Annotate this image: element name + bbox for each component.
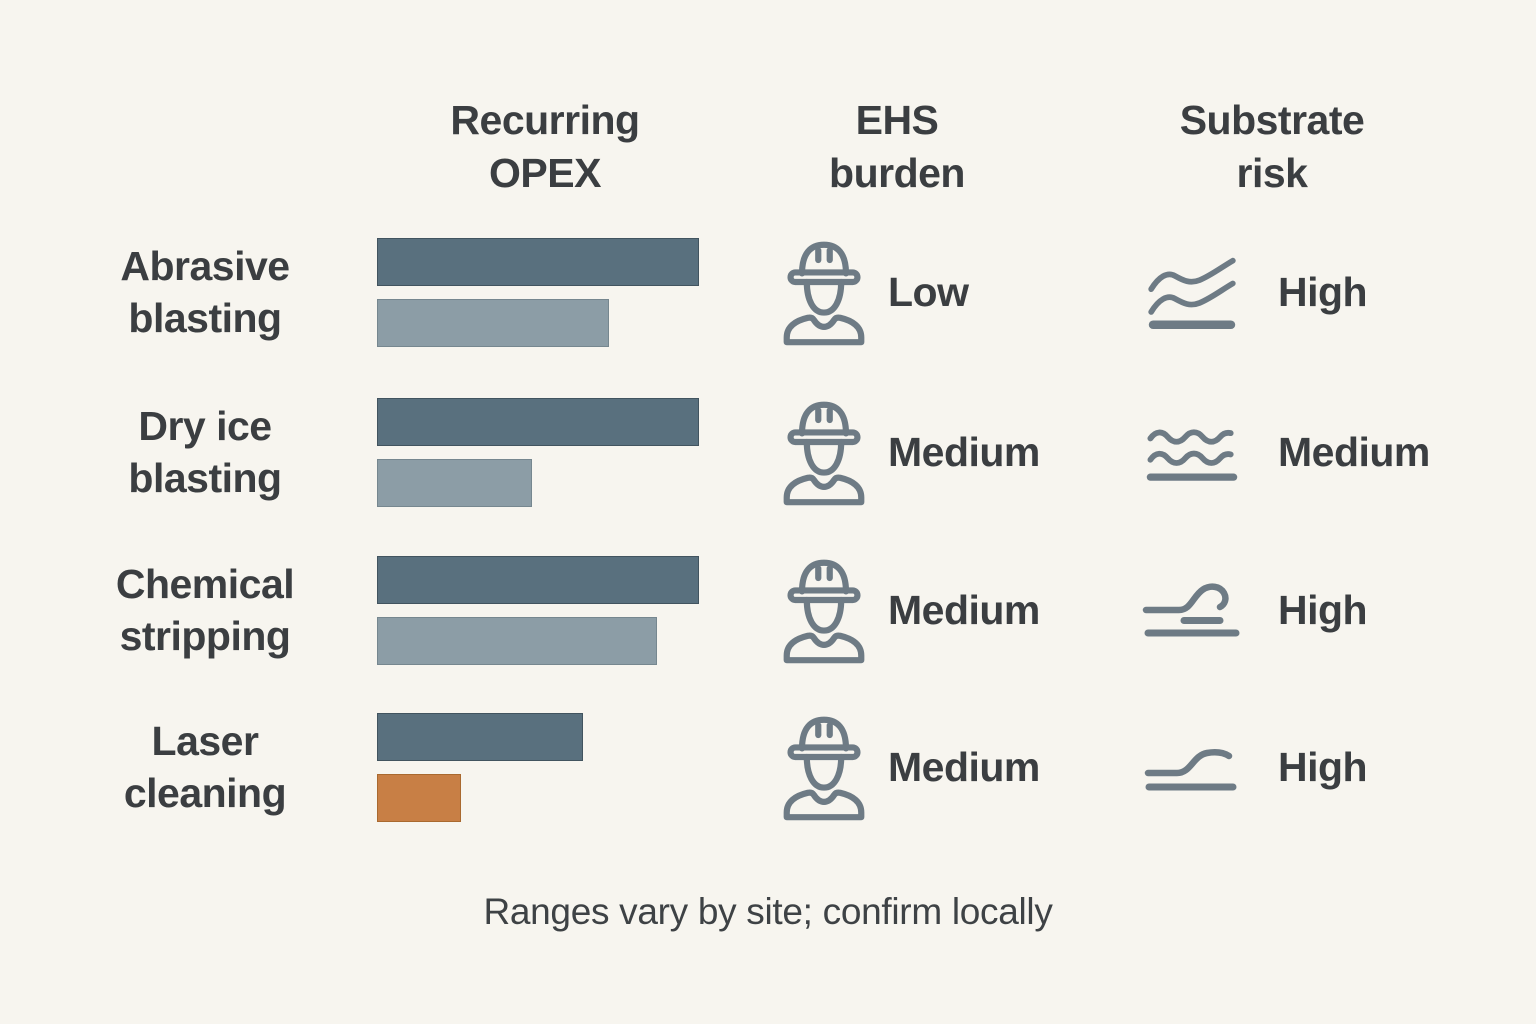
comparison-row: Chemical stripping Medium High <box>0 556 1536 666</box>
substrate-risk-value: High <box>1278 268 1368 315</box>
column-header-ehs-burden: EHS burden <box>737 94 1057 200</box>
worker-hardhat-icon <box>772 398 876 506</box>
opex-bar-high <box>377 398 699 446</box>
surface-double-wave-icon <box>1139 400 1245 504</box>
ehs-burden-value: Low <box>888 268 969 315</box>
substrate-risk-value: High <box>1278 743 1368 790</box>
row-label: Dry ice blasting <box>40 398 370 506</box>
row-label-line: Dry ice <box>138 403 272 449</box>
column-header-line: risk <box>1236 150 1308 196</box>
column-header-recurring-opex: Recurring OPEX <box>385 94 705 200</box>
opex-bar-high <box>377 713 583 761</box>
opex-bar-low <box>377 617 657 665</box>
comparison-row: Laser cleaning Medium High <box>0 713 1536 823</box>
opex-bar-low <box>377 459 532 507</box>
worker-hardhat-icon <box>772 556 876 664</box>
row-label-line: Laser <box>151 718 259 764</box>
opex-bar-high <box>377 238 699 286</box>
row-label-line: blasting <box>128 295 282 341</box>
row-label: Chemical stripping <box>40 556 370 664</box>
column-header-line: Recurring <box>450 97 640 143</box>
opex-bar-low-accent <box>377 774 461 822</box>
column-header-line: EHS <box>855 97 939 143</box>
ehs-burden-value: Medium <box>888 586 1040 633</box>
row-label-line: Abrasive <box>120 243 290 289</box>
substrate-risk-value: High <box>1278 586 1368 633</box>
row-label-line: cleaning <box>123 770 287 816</box>
ehs-burden-value: Medium <box>888 428 1040 475</box>
comparison-row: Abrasive blasting Low High <box>0 238 1536 348</box>
row-label: Abrasive blasting <box>40 238 370 346</box>
substrate-risk-value: Medium <box>1278 428 1430 475</box>
opex-bar-high <box>377 556 699 604</box>
column-header-line: OPEX <box>489 150 601 196</box>
row-label-line: stripping <box>119 613 291 659</box>
surface-step-icon <box>1139 715 1245 819</box>
comparison-row: Dry ice blasting Medium Medium <box>0 398 1536 508</box>
worker-hardhat-icon <box>772 713 876 821</box>
row-label-line: Chemical <box>115 561 295 607</box>
surface-crest-icon <box>1139 558 1245 662</box>
column-header-line: Substrate <box>1179 97 1365 143</box>
column-header-line: burden <box>829 150 965 196</box>
worker-hardhat-icon <box>772 238 876 346</box>
column-header-substrate-risk: Substrate risk <box>1112 94 1432 200</box>
surface-wavy-rising-icon <box>1139 240 1245 344</box>
row-label: Laser cleaning <box>40 713 370 821</box>
ehs-burden-value: Medium <box>888 743 1040 790</box>
row-label-line: blasting <box>128 455 282 501</box>
opex-bar-low <box>377 299 609 347</box>
footnote: Ranges vary by site; confirm locally <box>483 891 1053 932</box>
